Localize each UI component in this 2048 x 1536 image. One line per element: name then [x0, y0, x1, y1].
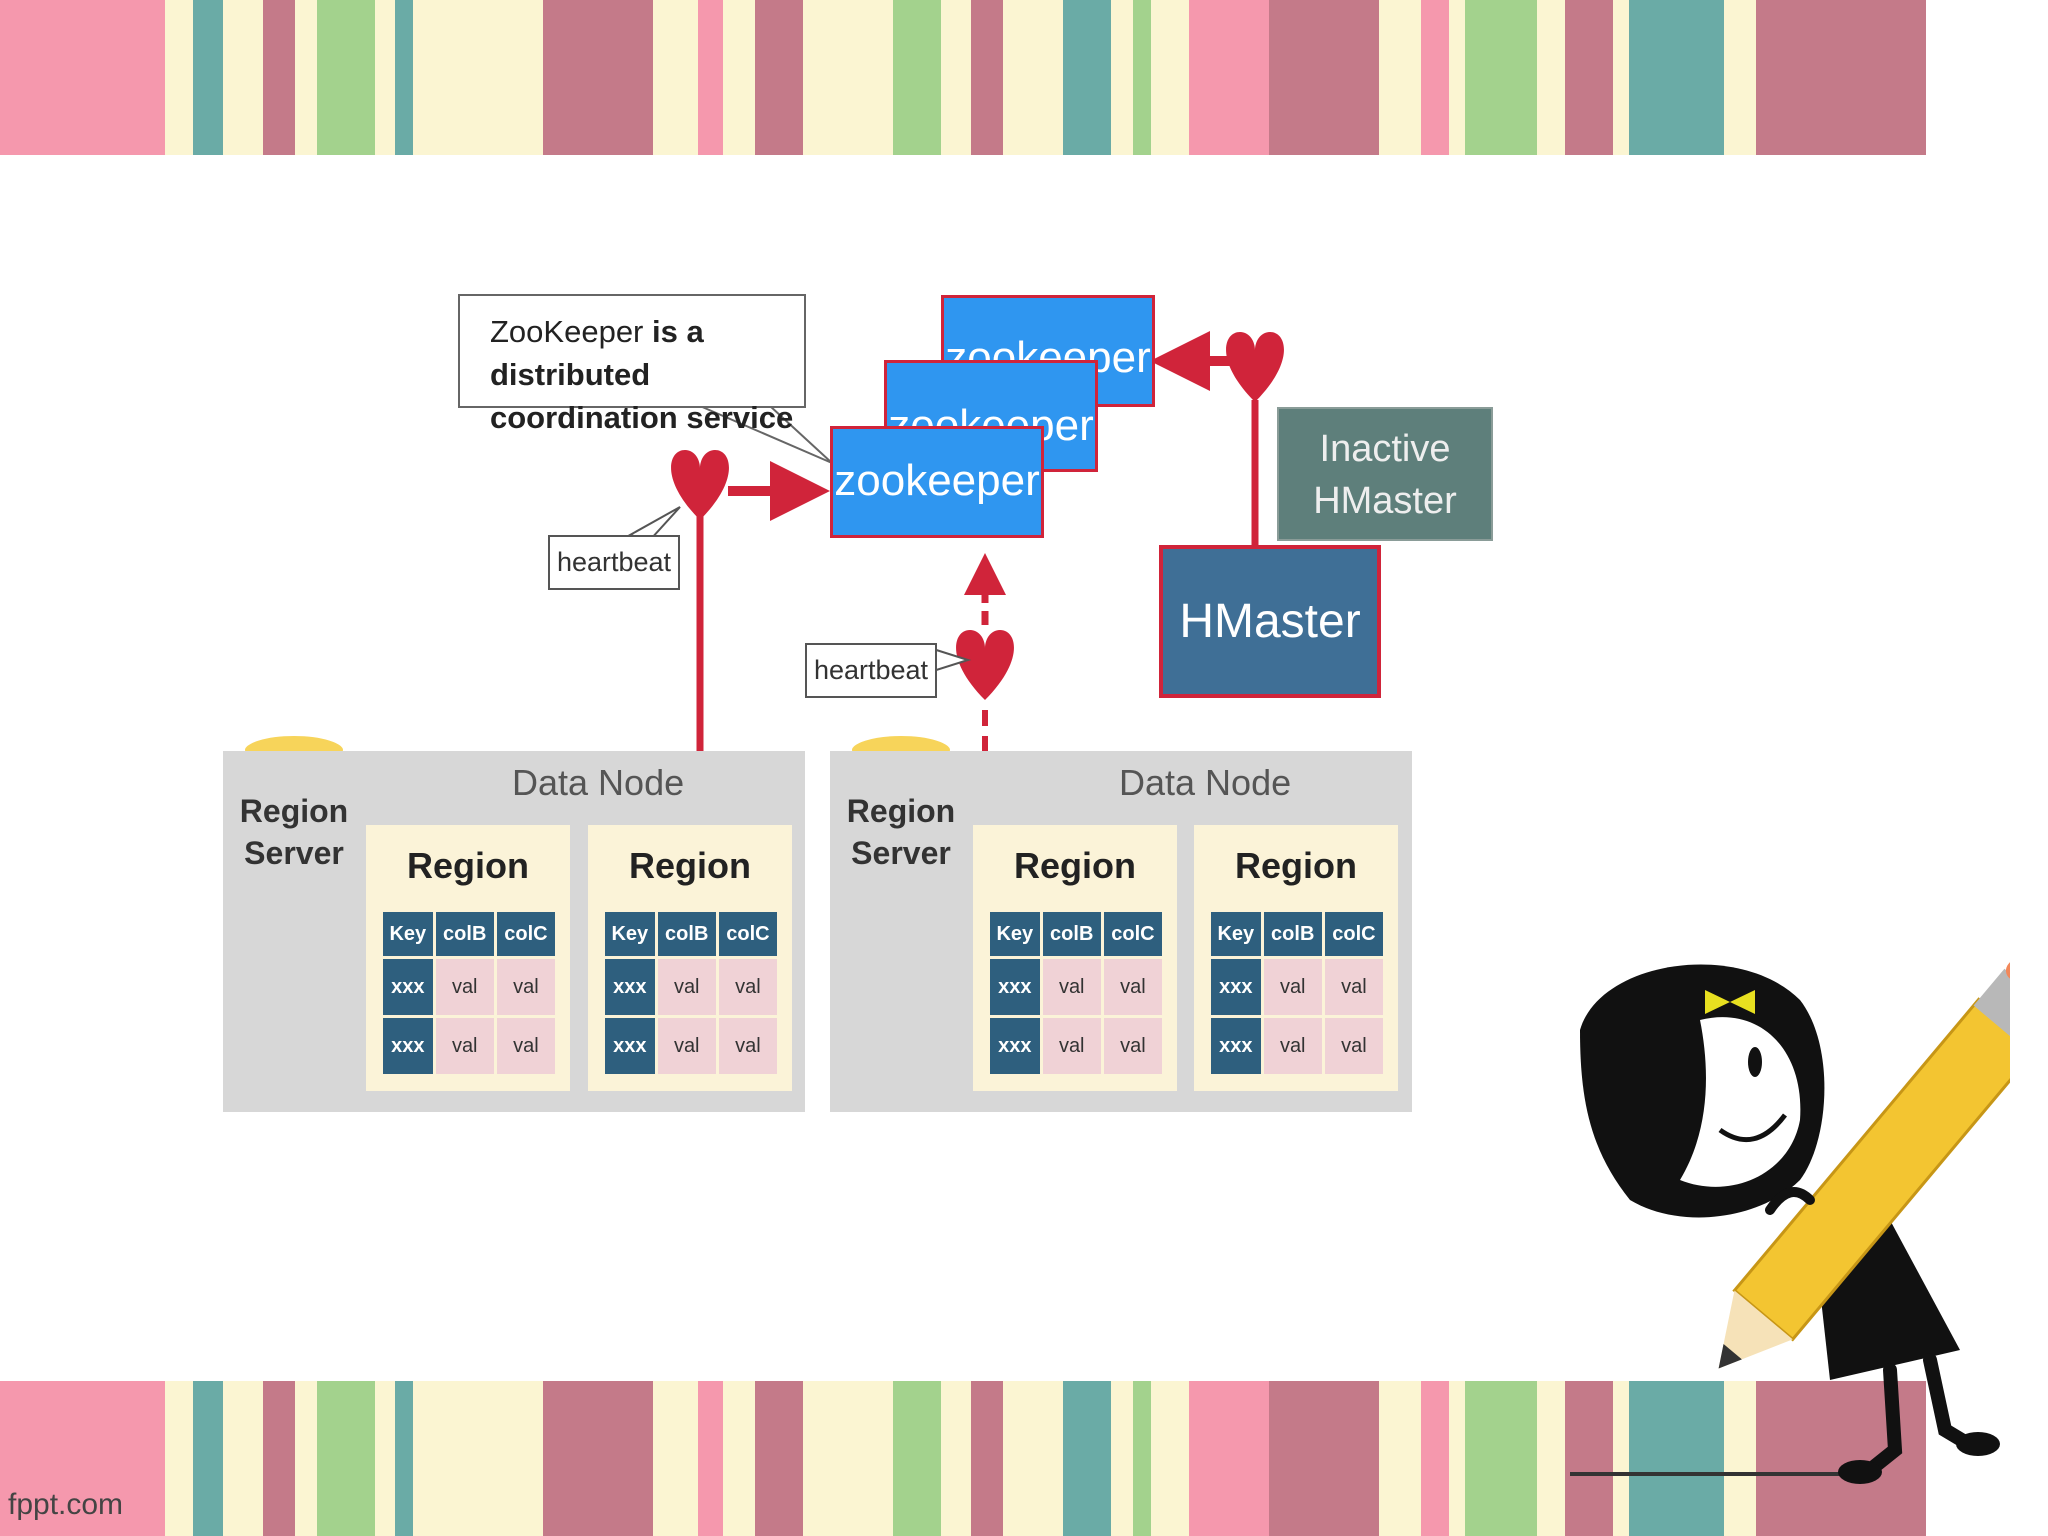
val-cell: val — [1263, 1018, 1322, 1074]
col-header: Key — [990, 912, 1040, 956]
val-cell: val — [718, 959, 777, 1015]
col-header: colB — [1042, 912, 1101, 956]
val-cell: val — [1324, 959, 1383, 1015]
inactive-hmaster-line1: Inactive — [1319, 428, 1451, 470]
val-cell: val — [1042, 1018, 1101, 1074]
heart-icon-right — [956, 630, 1014, 700]
region-server-1-line2: Server — [244, 835, 344, 871]
heart-icon-hmaster — [1226, 332, 1284, 402]
val-cell: val — [1103, 959, 1162, 1015]
inactive-hmaster: Inactive HMaster — [1277, 407, 1493, 541]
region-title: Region — [1235, 845, 1357, 886]
zookeeper-callout: ZooKeeper is a distributed coordination … — [458, 294, 806, 435]
val-cell: val — [657, 959, 716, 1015]
col-header: colC — [718, 912, 777, 956]
col-header: Key — [383, 912, 433, 956]
key-cell: xxx — [1211, 1018, 1261, 1074]
val-cell: val — [718, 1018, 777, 1074]
val-cell: val — [496, 1018, 555, 1074]
key-cell: xxx — [605, 959, 655, 1015]
col-header: colC — [1103, 912, 1162, 956]
val-cell: val — [496, 959, 555, 1015]
col-header: colB — [1263, 912, 1322, 956]
zookeeper-node-1-label: zookeeper — [834, 456, 1040, 505]
region-title: Region — [407, 845, 529, 886]
col-header: Key — [605, 912, 655, 956]
region-server-1-line1: Region — [239, 793, 349, 829]
top-stripe-band — [0, 0, 2048, 155]
col-header: colB — [657, 912, 716, 956]
key-cell: xxx — [1211, 959, 1261, 1015]
heartbeat-tag-right: heartbeat — [805, 643, 937, 698]
col-header: Key — [1211, 912, 1261, 956]
footer-credit: fppt.com — [8, 1488, 124, 1521]
heartbeat-tag-left: heartbeat — [548, 535, 680, 590]
region-server-2-label: Region Server — [846, 790, 956, 874]
val-cell: val — [1263, 959, 1322, 1015]
col-header: colC — [1324, 912, 1383, 956]
callout-zookeeper-word: ZooKeeper — [490, 314, 644, 349]
zookeeper-node-1: zookeeper — [830, 426, 1044, 538]
val-cell: val — [435, 1018, 494, 1074]
region-server-2-line2: Server — [851, 835, 951, 871]
region-title: Region — [629, 845, 751, 886]
region-server-1-label: Region Server — [239, 790, 349, 874]
callout-line2: coordination service — [490, 400, 794, 435]
region-title: Region — [1014, 845, 1136, 886]
val-cell: val — [657, 1018, 716, 1074]
girl-with-pencil-icon — [1570, 950, 2010, 1484]
key-cell: xxx — [990, 959, 1040, 1015]
val-cell: val — [1042, 959, 1101, 1015]
inactive-hmaster-line2: HMaster — [1313, 480, 1457, 522]
hmaster: HMaster — [1159, 545, 1381, 698]
col-header: colC — [496, 912, 555, 956]
key-cell: xxx — [990, 1018, 1040, 1074]
region-server-2-line1: Region — [846, 793, 956, 829]
val-cell: val — [435, 959, 494, 1015]
col-header: colB — [435, 912, 494, 956]
data-node-2-label: Data Node — [1119, 762, 1292, 803]
key-cell: xxx — [383, 1018, 433, 1074]
val-cell: val — [1324, 1018, 1383, 1074]
callout-line1-rest: is a distributed — [490, 314, 704, 392]
key-cell: xxx — [605, 1018, 655, 1074]
heart-icon-left — [671, 450, 729, 520]
data-node-1-label: Data Node — [512, 762, 685, 803]
val-cell: val — [1103, 1018, 1162, 1074]
bottom-stripe-band — [0, 1381, 2048, 1536]
key-cell: xxx — [383, 959, 433, 1015]
